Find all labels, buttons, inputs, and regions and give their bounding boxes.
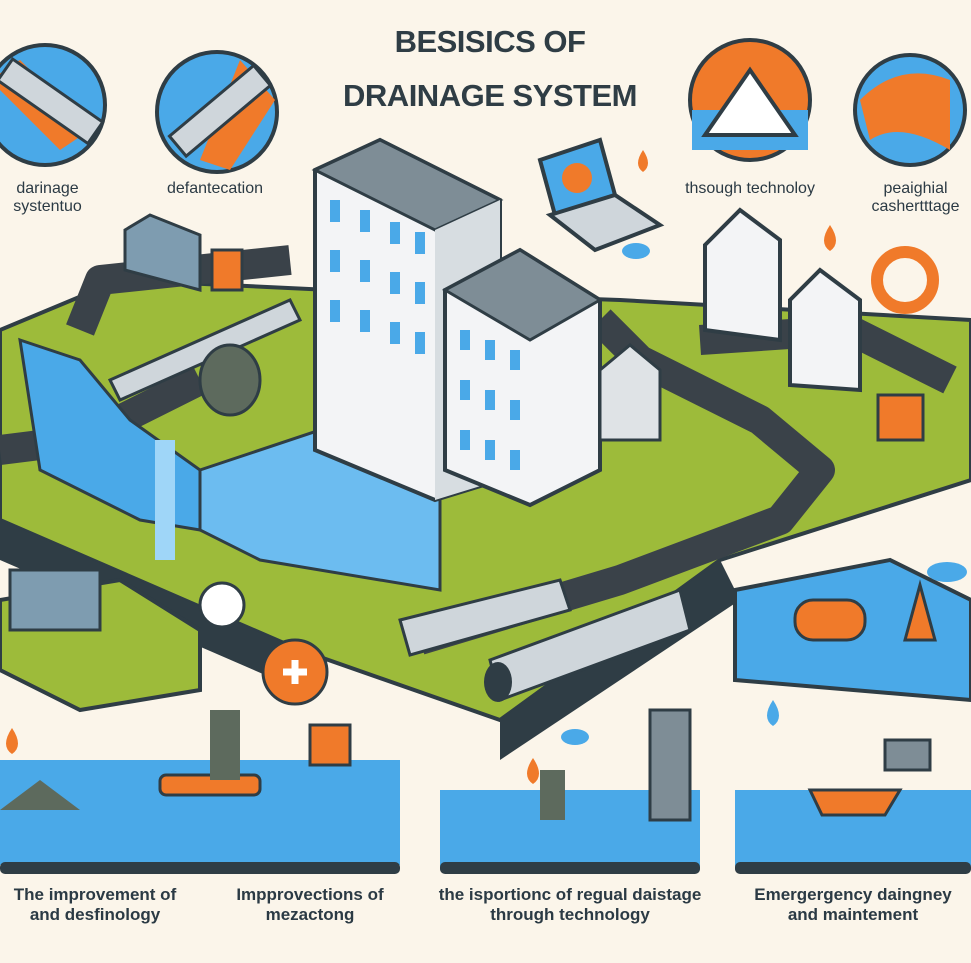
pipe-badge-left bbox=[0, 43, 107, 167]
laptop-icon bbox=[537, 137, 665, 253]
pipes bbox=[107, 298, 692, 702]
top-label-1-line1: darinage bbox=[16, 180, 79, 197]
caption-2: Impprovections of mezactong bbox=[220, 885, 400, 924]
title-line2: DRAINAGE SYSTEM bbox=[343, 78, 637, 113]
top-label-3: thsough technoloy bbox=[660, 180, 840, 198]
arrow-badge-small bbox=[198, 581, 246, 629]
top-label-4: peaighial cashertttage bbox=[860, 180, 971, 217]
top-label-4-line2: cashertttage bbox=[871, 198, 960, 216]
top-label-2-line1: defantecation bbox=[166, 180, 264, 197]
map-badge bbox=[853, 53, 967, 167]
bottom-panel-2 bbox=[440, 708, 700, 874]
caption-1-line2: and desfinology bbox=[29, 904, 161, 924]
top-label-2: defantecation bbox=[140, 180, 290, 198]
water-panel-right bbox=[733, 557, 971, 703]
right-houses bbox=[598, 207, 939, 442]
caption-2-line2: mezactong bbox=[265, 904, 355, 924]
cloud-icons bbox=[561, 243, 967, 745]
top-label-4-line1: peaighial bbox=[883, 180, 948, 197]
top-label-1-line2: systentuo bbox=[13, 198, 82, 216]
caption-3: the isportionc of regual daistage throug… bbox=[430, 885, 710, 924]
bottom-panel-1 bbox=[0, 710, 400, 874]
caption-4-line1: Emergergency daingney bbox=[754, 885, 952, 904]
caption-4-line2: and maintement bbox=[787, 904, 919, 924]
water-drop-icons bbox=[6, 150, 836, 784]
caption-4: Emergergency daingney and maintement bbox=[735, 885, 971, 924]
plus-icon bbox=[283, 660, 307, 684]
caption-3-line2: through technology bbox=[490, 904, 650, 924]
arrow-badge bbox=[688, 38, 812, 162]
tall-building bbox=[311, 137, 603, 508]
caption-2-line1: Impprovections of bbox=[236, 885, 384, 904]
pipe-badge-2 bbox=[155, 50, 279, 174]
bottom-panel-3 bbox=[735, 738, 971, 874]
left-pump-block bbox=[0, 568, 202, 713]
caption-1-line1: The improvement of bbox=[13, 885, 177, 904]
top-label-1: darinage systentuo bbox=[0, 180, 95, 217]
left-house bbox=[123, 213, 244, 292]
title-line1: BESISICS OF bbox=[394, 24, 586, 59]
caption-1: The improvement of and desfinology bbox=[0, 885, 190, 924]
top-label-3-line1: thsough technoloy bbox=[685, 180, 815, 197]
caption-3-line1: the isportionc of regual daistage bbox=[438, 885, 702, 904]
